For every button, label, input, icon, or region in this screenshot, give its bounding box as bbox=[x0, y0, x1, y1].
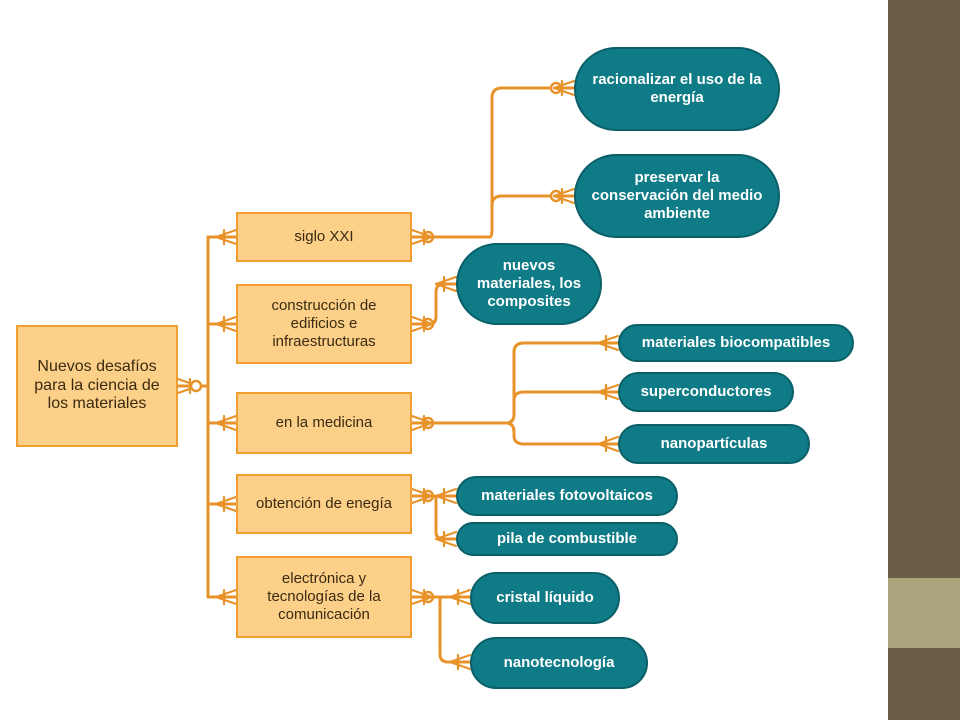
connector-lines bbox=[176, 79, 620, 671]
connector-construccion-composites bbox=[410, 282, 458, 326]
crowfoot-category-4 bbox=[214, 588, 238, 606]
category-electronica: electrónica y tecnologías de la comunica… bbox=[236, 556, 412, 638]
crowfoot-energia bbox=[410, 487, 434, 505]
crowfoot-category-3 bbox=[214, 495, 238, 513]
leaf-nanoparticulas: nanopartículas bbox=[618, 424, 810, 464]
category-medicina: en la medicina bbox=[236, 392, 412, 454]
crowfoot-biocompatibles bbox=[596, 334, 620, 352]
crowfoot-racionalizar bbox=[552, 79, 576, 97]
crowfoot-category-0 bbox=[214, 228, 238, 246]
connector-siglo-preservar bbox=[490, 194, 576, 207]
crowfoot-siglo bbox=[410, 228, 434, 246]
leaf-pila-de-combustible: pila de combustible bbox=[456, 522, 678, 556]
leaf-nuevos-materiales-composites: nuevos materiales, los composites bbox=[456, 243, 602, 325]
crowfoot-nanoparticulas bbox=[596, 435, 620, 453]
crowfoot-category-1 bbox=[214, 315, 238, 333]
side-band-bottom bbox=[888, 648, 960, 720]
crowfoot-superconductores bbox=[596, 383, 620, 401]
leaf-cristal-liquido: cristal líquido bbox=[470, 572, 620, 624]
side-band-middle bbox=[888, 578, 960, 648]
crowfoot-cristal bbox=[448, 588, 472, 606]
crowfoot-fotovoltaicos bbox=[434, 487, 458, 505]
leaf-materiales-fotovoltaicos: materiales fotovoltaicos bbox=[456, 476, 678, 516]
crowfoot-nanotecnologia bbox=[448, 653, 472, 671]
category-construccion: construcción de edificios e infraestruct… bbox=[236, 284, 412, 364]
crowfoot-composites bbox=[434, 275, 458, 293]
leaf-superconductores: superconductores bbox=[618, 372, 794, 412]
crowfoot-medicina bbox=[410, 414, 434, 432]
leaf-racionalizar-energia: racionalizar el uso de la energía bbox=[574, 47, 780, 131]
root-node: Nuevos desafíos para la ciencia de los m… bbox=[16, 325, 178, 447]
side-band-top bbox=[888, 0, 960, 578]
crowfoot-preservar bbox=[552, 187, 576, 205]
connector-electronica-nanotecnologia bbox=[438, 595, 472, 664]
connector-root-circle bbox=[189, 379, 203, 393]
leaf-nanotecnologia: nanotecnología bbox=[470, 637, 648, 689]
category-siglo-xxi: siglo XXI bbox=[236, 212, 412, 262]
crowfoot-construccion bbox=[410, 315, 434, 333]
connector-medicina-biocompatibles bbox=[410, 341, 620, 425]
leaf-materiales-biocompatibles: materiales biocompatibles bbox=[618, 324, 854, 362]
connector-medicina-superconductores bbox=[512, 390, 620, 402]
leaf-preservar-medio-ambiente: preservar la conservación del medio ambi… bbox=[574, 154, 780, 238]
crowfoot-pila bbox=[434, 530, 458, 548]
crowfoot-electronica bbox=[410, 588, 434, 606]
category-energia: obtención de enegía bbox=[236, 474, 412, 534]
connector-medicina-nanoparticulas bbox=[504, 421, 620, 446]
connector-siglo-racionalizar bbox=[410, 86, 576, 239]
crowfoot-category-2 bbox=[214, 414, 238, 432]
